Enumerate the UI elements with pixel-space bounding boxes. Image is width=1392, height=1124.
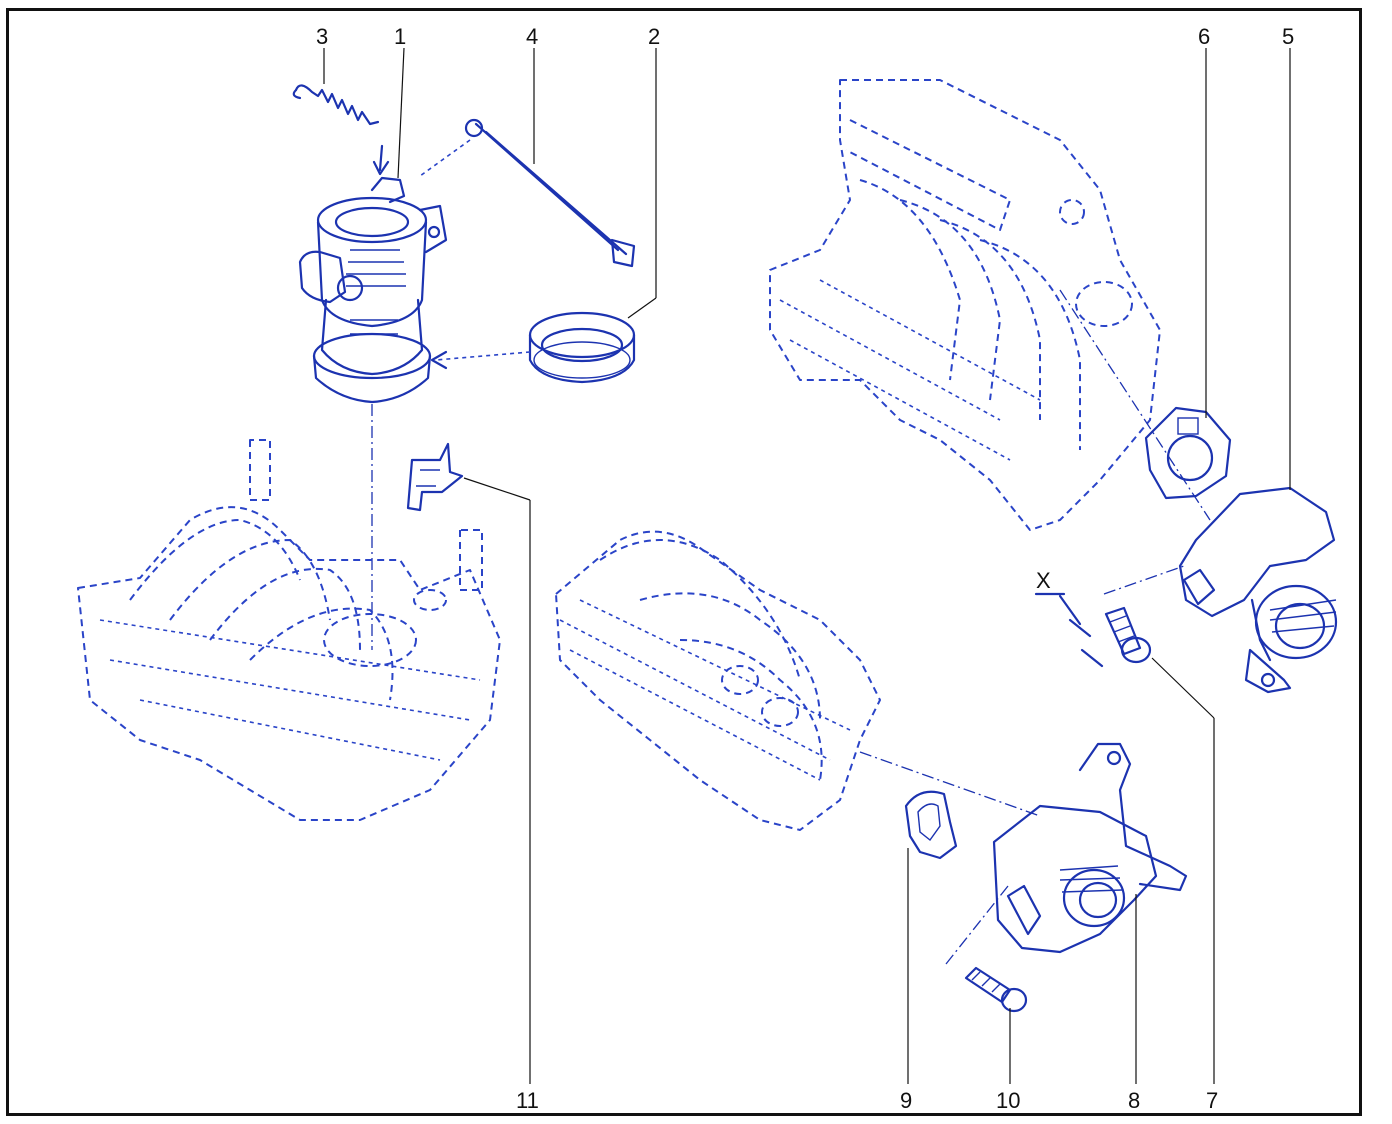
intake-manifold-lower-ghost bbox=[555, 530, 881, 831]
spring-arrowhead bbox=[372, 160, 390, 176]
bolt-7-centerline bbox=[1103, 565, 1185, 595]
seal-arrow-dashed bbox=[435, 351, 531, 361]
gasket-6 bbox=[1144, 406, 1232, 500]
throttle-body-8 bbox=[992, 742, 1188, 954]
callout-3: 3 bbox=[316, 24, 328, 49]
intake-manifold-right-ghost bbox=[769, 79, 1161, 531]
callout-2: 2 bbox=[648, 24, 660, 49]
callout-9: 9 bbox=[900, 1088, 912, 1113]
callout-5: 5 bbox=[1282, 24, 1294, 49]
throttle-body-5 bbox=[1178, 486, 1338, 694]
return-spring bbox=[292, 84, 380, 126]
seal-9 bbox=[904, 790, 958, 860]
seal-ring bbox=[528, 311, 636, 384]
seal-arrowhead bbox=[430, 350, 448, 370]
callout-10: 10 bbox=[996, 1088, 1020, 1113]
callout-1: 1 bbox=[394, 24, 406, 49]
bolt-10-centerline bbox=[945, 885, 1009, 965]
intake-manifold-left-ghost bbox=[77, 439, 501, 821]
callout-leaders bbox=[323, 47, 1291, 1084]
callout-11: 11 bbox=[516, 1088, 539, 1113]
callout-6: 6 bbox=[1198, 24, 1210, 49]
throttle-8-centerline bbox=[859, 751, 1041, 817]
throttle-cable-rod bbox=[464, 118, 636, 268]
mounting-bracket bbox=[406, 442, 464, 512]
callout-7: 7 bbox=[1206, 1088, 1218, 1113]
dimension-x-label: X bbox=[1036, 568, 1051, 593]
bolt-7 bbox=[1104, 606, 1152, 664]
callout-4: 4 bbox=[526, 24, 538, 49]
dimension-x: X bbox=[1034, 568, 1104, 668]
callout-8: 8 bbox=[1128, 1088, 1140, 1113]
bolt-10 bbox=[964, 966, 1028, 1013]
rod-leader-dashed bbox=[419, 139, 471, 177]
throttle-5-centerline bbox=[1059, 289, 1211, 521]
spring-arrow bbox=[378, 144, 384, 172]
throttle-housing-single-point bbox=[298, 176, 448, 404]
